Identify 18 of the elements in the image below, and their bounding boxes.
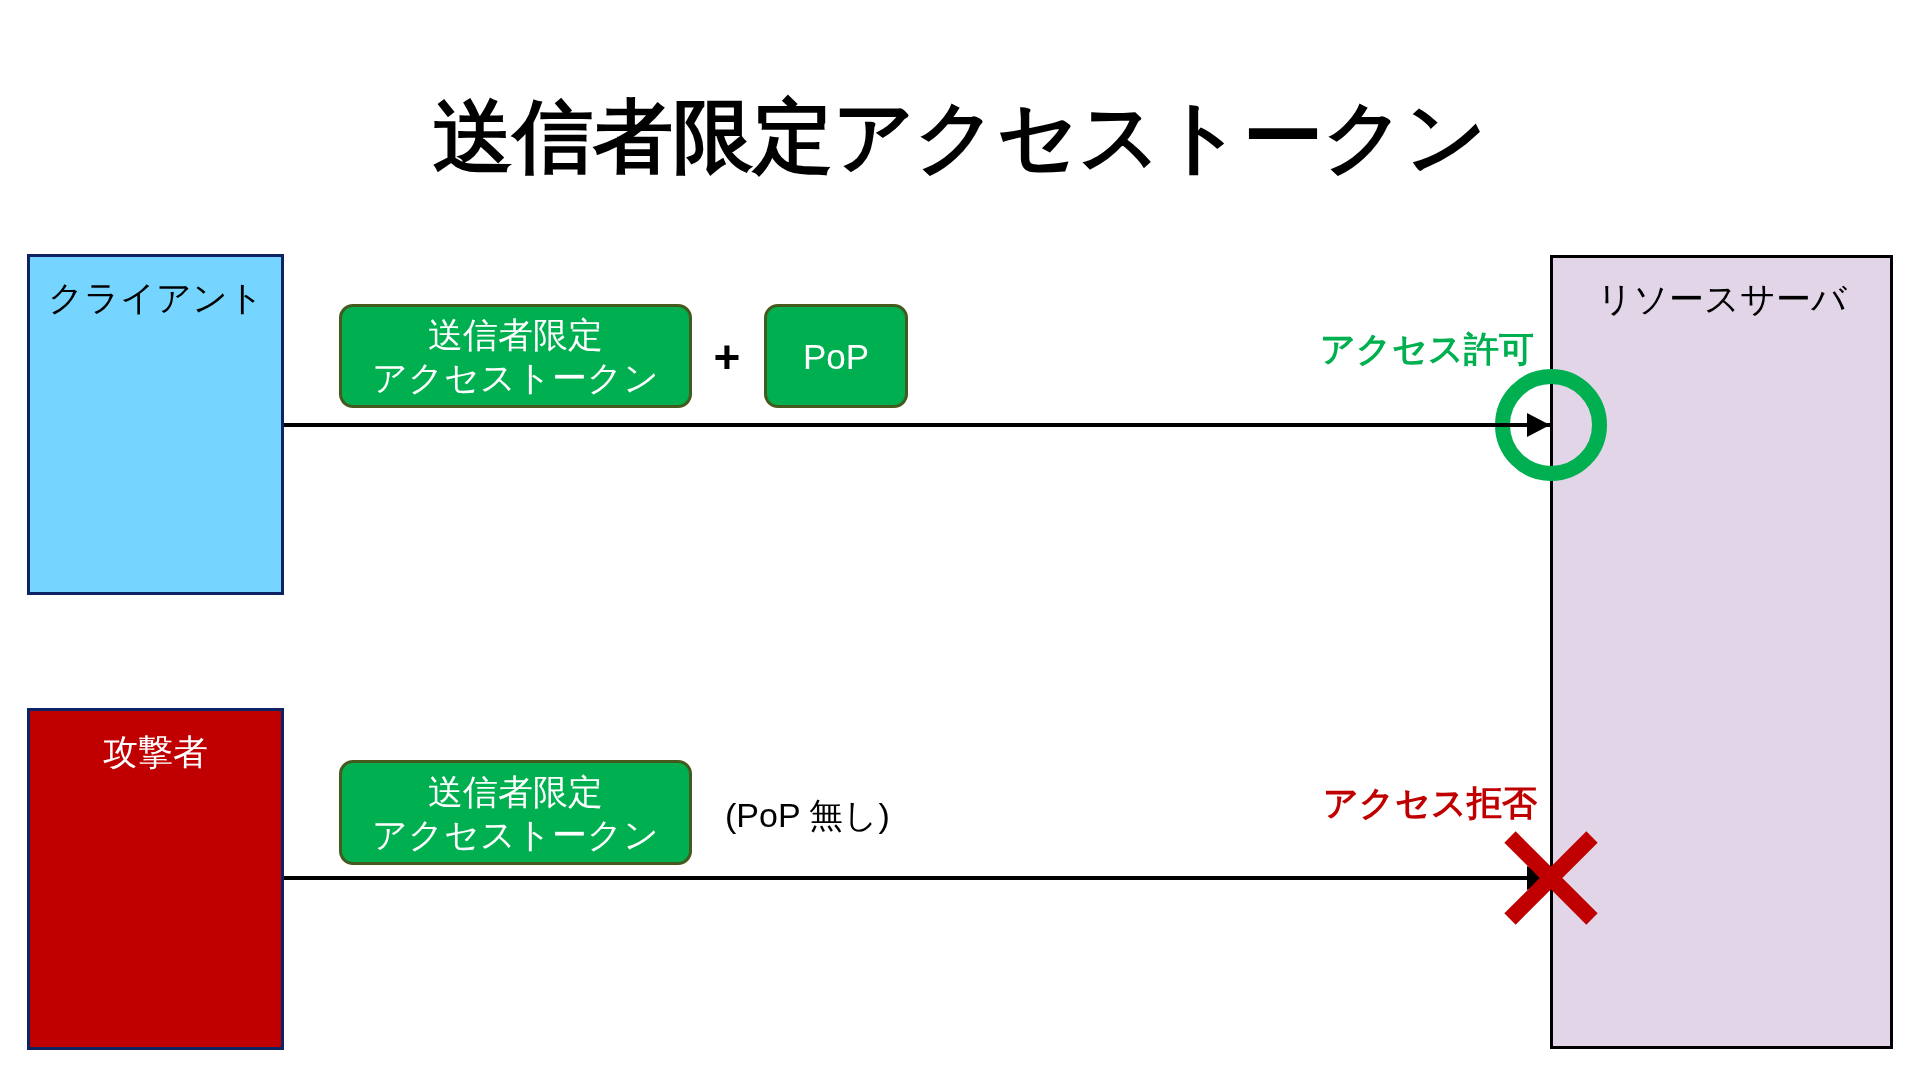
status-label: アクセス許可: [1320, 328, 1534, 370]
node-label: 攻撃者: [103, 731, 208, 773]
token-label: 送信者限定アクセストークン: [371, 314, 660, 399]
token-box: [764, 304, 908, 408]
token-label: 送信者限定アクセストークン: [371, 770, 660, 856]
arrow: [284, 413, 1550, 437]
node-label: リソースサーバ: [1596, 278, 1847, 320]
server-box: [1550, 255, 1893, 1049]
client-box: [27, 254, 284, 595]
status-label: アクセス拒否: [1323, 782, 1537, 824]
token-box: [339, 760, 692, 865]
note-label: (PoP 無し): [725, 794, 890, 836]
node-label: クライアント: [47, 277, 264, 319]
token-box: [339, 304, 692, 408]
title: 送信者限定アクセストークン: [433, 91, 1487, 183]
attacker-box: [27, 708, 284, 1050]
plus-label: +: [713, 330, 741, 386]
token-label: PoP: [802, 335, 870, 378]
